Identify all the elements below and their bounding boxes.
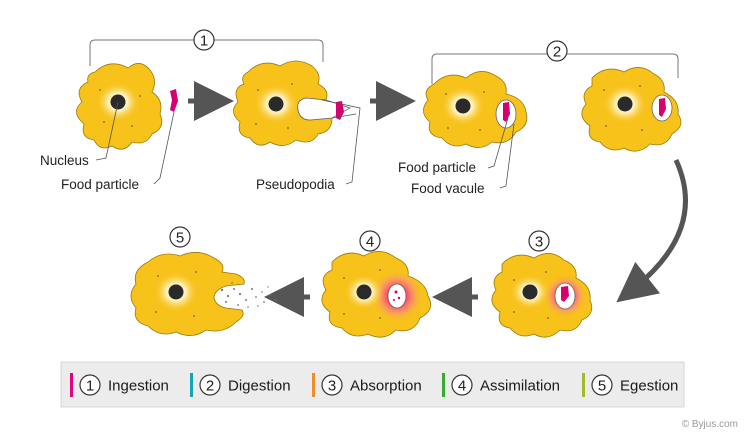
- label-food-particle-2: Food particle: [398, 160, 476, 175]
- legend-number-1: 1: [86, 378, 94, 395]
- step-3-number: 3: [535, 234, 543, 251]
- step-4-badge: 4: [359, 230, 381, 252]
- label-food-vacule-group: Food vacule: [411, 123, 515, 196]
- legend-label-ingestion: Ingestion: [108, 378, 169, 395]
- legend-item-assimilation: 4 Assimilation: [442, 373, 560, 397]
- label-nucleus: Nucleus: [40, 153, 89, 168]
- legend-item-digestion: 2 Digestion: [190, 373, 291, 397]
- label-food-vacule: Food vacule: [411, 181, 485, 196]
- amoeba-3: [491, 253, 593, 338]
- step-4-number: 4: [366, 234, 374, 251]
- step-5-number: 5: [176, 230, 184, 247]
- label-pseudopodia: Pseudopodia: [256, 177, 335, 192]
- legend-swatch-digestion: [190, 373, 193, 397]
- legend-item-egestion: 5 Egestion: [582, 373, 678, 397]
- amoeba-4: [321, 251, 432, 338]
- amoeba-2a: [423, 71, 528, 148]
- legend-label-assimilation: Assimilation: [480, 378, 560, 395]
- step-3-badge: 3: [528, 230, 550, 252]
- legend-swatch-egestion: [582, 373, 585, 397]
- legend-number-3: 3: [328, 378, 336, 395]
- amoeba-2b: [581, 67, 682, 152]
- credit-text: © Byjus.com: [682, 419, 738, 430]
- label-food-particle-1-group: Food particle: [61, 111, 175, 192]
- egested-waste: [220, 282, 277, 308]
- legend: 1 Ingestion 2 Digestion 3 Absorption 4 A…: [60, 361, 685, 408]
- step-2-badge: 2: [546, 40, 568, 62]
- arrow-2b-to-3: [616, 158, 688, 303]
- cytoplasm-granules: [99, 83, 643, 319]
- legend-background: [60, 361, 685, 408]
- step-2-number: 2: [553, 44, 561, 61]
- label-pseudopodia-group: Pseudopodia: [256, 99, 361, 192]
- legend-label-egestion: Egestion: [620, 378, 678, 395]
- label-food-particle-2-group: Food particle: [398, 117, 509, 175]
- legend-number-5: 5: [598, 378, 606, 395]
- legend-label-absorption: Absorption: [350, 378, 422, 395]
- amoeba-1a: [76, 63, 163, 150]
- label-food-particle-1: Food particle: [61, 177, 139, 192]
- legend-item-ingestion: 1 Ingestion: [70, 373, 169, 397]
- legend-number-2: 2: [206, 378, 214, 395]
- step-1-number: 1: [200, 33, 208, 50]
- legend-number-4: 4: [458, 378, 466, 395]
- food-particle-1: [170, 89, 178, 112]
- step-1-badge: 1: [193, 29, 215, 51]
- legend-swatch-ingestion: [70, 373, 73, 397]
- label-nucleus-group: Nucleus: [40, 101, 119, 168]
- legend-label-digestion: Digestion: [228, 378, 291, 395]
- amoeba-1b: [233, 60, 351, 146]
- amoeba-5: [130, 252, 245, 336]
- legend-item-absorption: 3 Absorption: [312, 373, 422, 397]
- step-5-badge: 5: [169, 226, 191, 248]
- legend-swatch-absorption: [312, 373, 315, 397]
- legend-swatch-assimilation: [442, 373, 445, 397]
